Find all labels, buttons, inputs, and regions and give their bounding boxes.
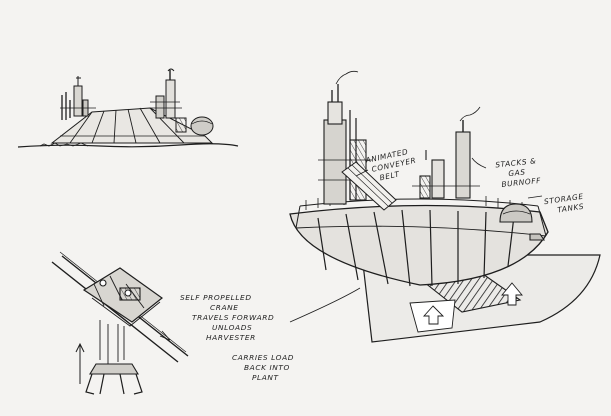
annotation-crane: SELF PROPELLED CRANE TRAVELS FORWARD UNL… [180, 293, 274, 342]
annotation-stacks-line-3: BURNOFF [501, 176, 542, 189]
annotation-load-line-3: PLANT [252, 373, 279, 382]
annotation-crane-line-1: SELF PROPELLED [180, 293, 252, 302]
main-refinery-sketch [289, 70, 601, 343]
annotation-load: CARRIES LOAD BACK INTO PLANT [232, 353, 294, 382]
pointer-lines [289, 157, 543, 323]
small-refinery-sketch [17, 68, 239, 148]
crane-sketch [51, 251, 189, 395]
annotation-stacks-line-2: GAS [508, 167, 526, 178]
annotation-storage: STORAGE TANKS [543, 192, 585, 215]
annotation-crane-line-3: TRAVELS FORWARD [192, 313, 274, 322]
annotation-crane-line-5: HARVESTER [206, 333, 256, 342]
annotation-stacks-line-1: STACKS & [495, 156, 537, 169]
annotation-load-line-1: CARRIES LOAD [232, 353, 294, 362]
annotation-load-line-2: BACK INTO [244, 363, 290, 372]
annotation-conveyor-line-3: BELT [379, 169, 401, 182]
annotation-storage-line-2: TANKS [557, 202, 585, 215]
annotation-crane-line-2: CRANE [210, 303, 239, 312]
annotation-crane-line-4: UNLOADS [212, 323, 252, 332]
annotation-stacks: STACKS & GAS BURNOFF [495, 156, 542, 189]
